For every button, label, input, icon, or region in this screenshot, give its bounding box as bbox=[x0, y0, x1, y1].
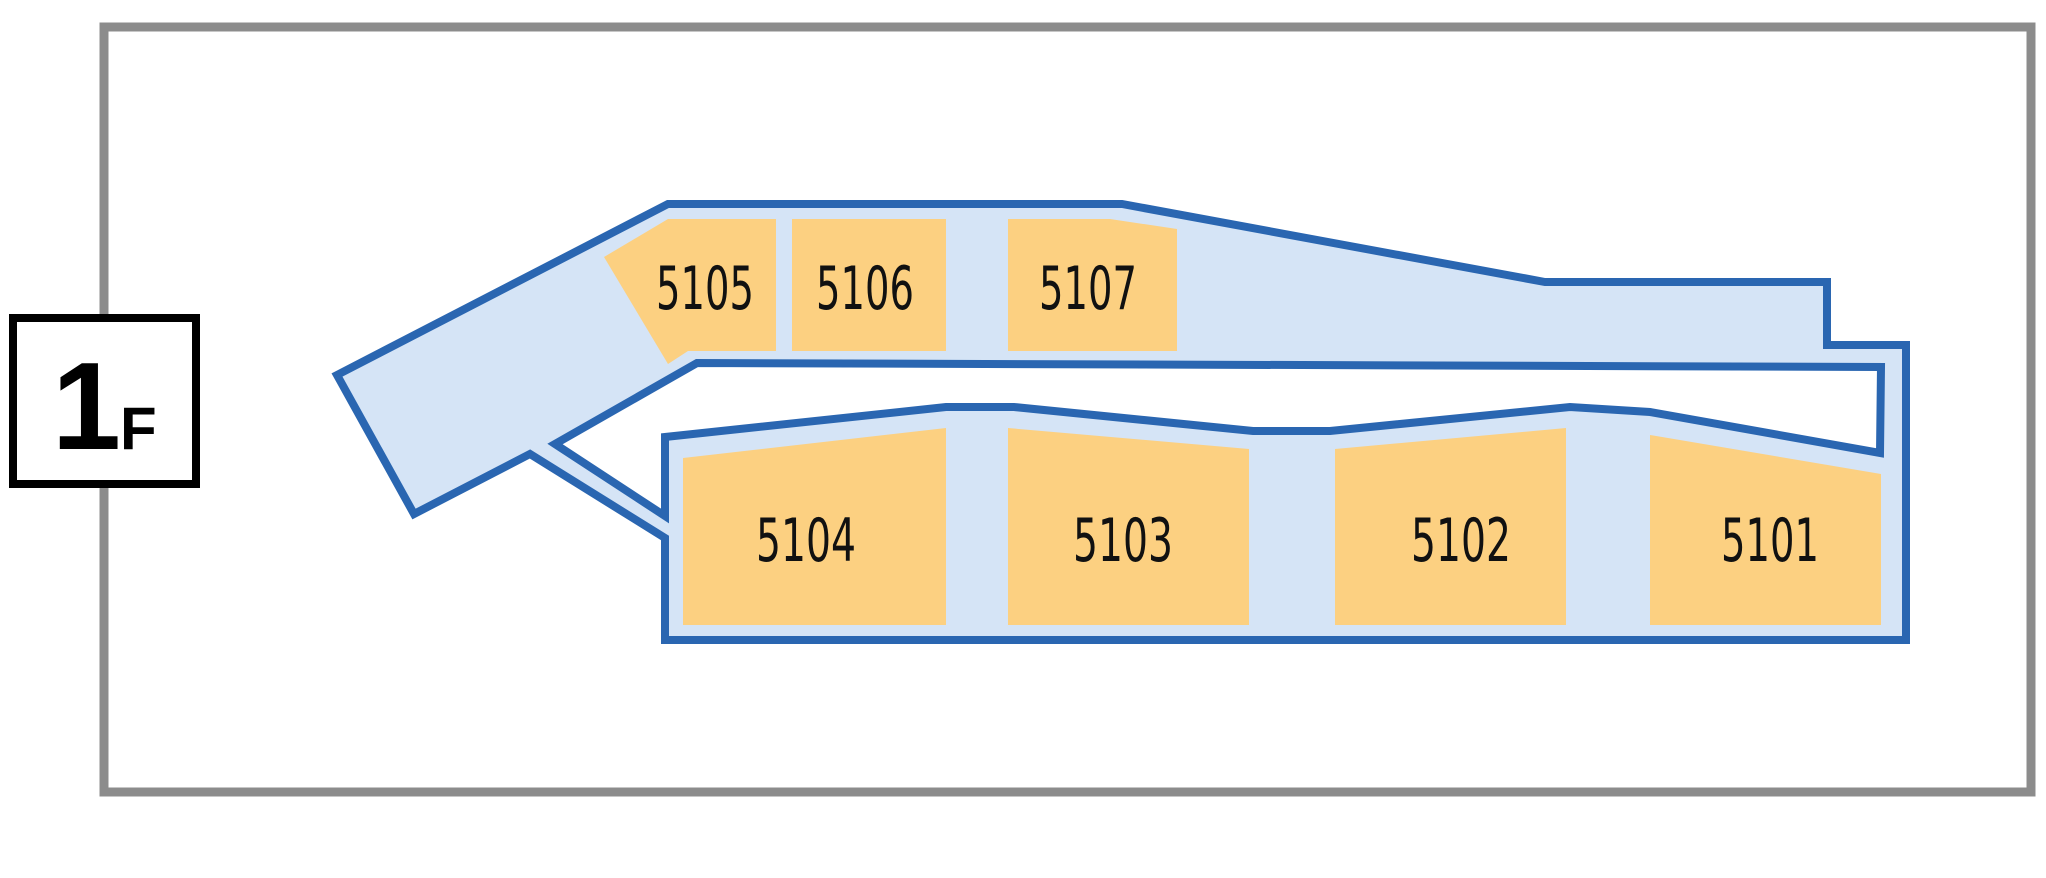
room-label: 5104 bbox=[756, 506, 856, 576]
floor-number: 1 bbox=[52, 338, 121, 476]
room-5105-area bbox=[604, 219, 776, 364]
room-5105[interactable]: 5105 bbox=[604, 219, 776, 364]
room-5107-area bbox=[1008, 219, 1177, 351]
room-5103[interactable]: 5103 bbox=[1008, 428, 1249, 625]
floor-suffix: F bbox=[120, 395, 157, 462]
room-label: 5105 bbox=[656, 254, 754, 324]
room-5107[interactable]: 5107 bbox=[1008, 219, 1177, 351]
room-5103-area bbox=[1008, 428, 1249, 625]
room-5101-area bbox=[1650, 435, 1881, 625]
room-5102-area bbox=[1335, 428, 1566, 625]
room-5106-area bbox=[792, 219, 946, 351]
room-label: 5101 bbox=[1721, 506, 1819, 576]
room-5106[interactable]: 5106 bbox=[792, 219, 946, 351]
room-label: 5107 bbox=[1039, 254, 1137, 324]
room-label: 5102 bbox=[1411, 506, 1511, 576]
floor-badge: 1 F bbox=[9, 314, 200, 488]
floor-badge-box bbox=[9, 314, 200, 488]
room-5102[interactable]: 5102 bbox=[1335, 428, 1566, 625]
room-label: 5103 bbox=[1073, 506, 1173, 576]
room-5104-area bbox=[683, 428, 946, 625]
room-5101[interactable]: 5101 bbox=[1650, 435, 1881, 625]
room-label: 5106 bbox=[816, 254, 914, 324]
room-5104[interactable]: 5104 bbox=[683, 428, 946, 625]
